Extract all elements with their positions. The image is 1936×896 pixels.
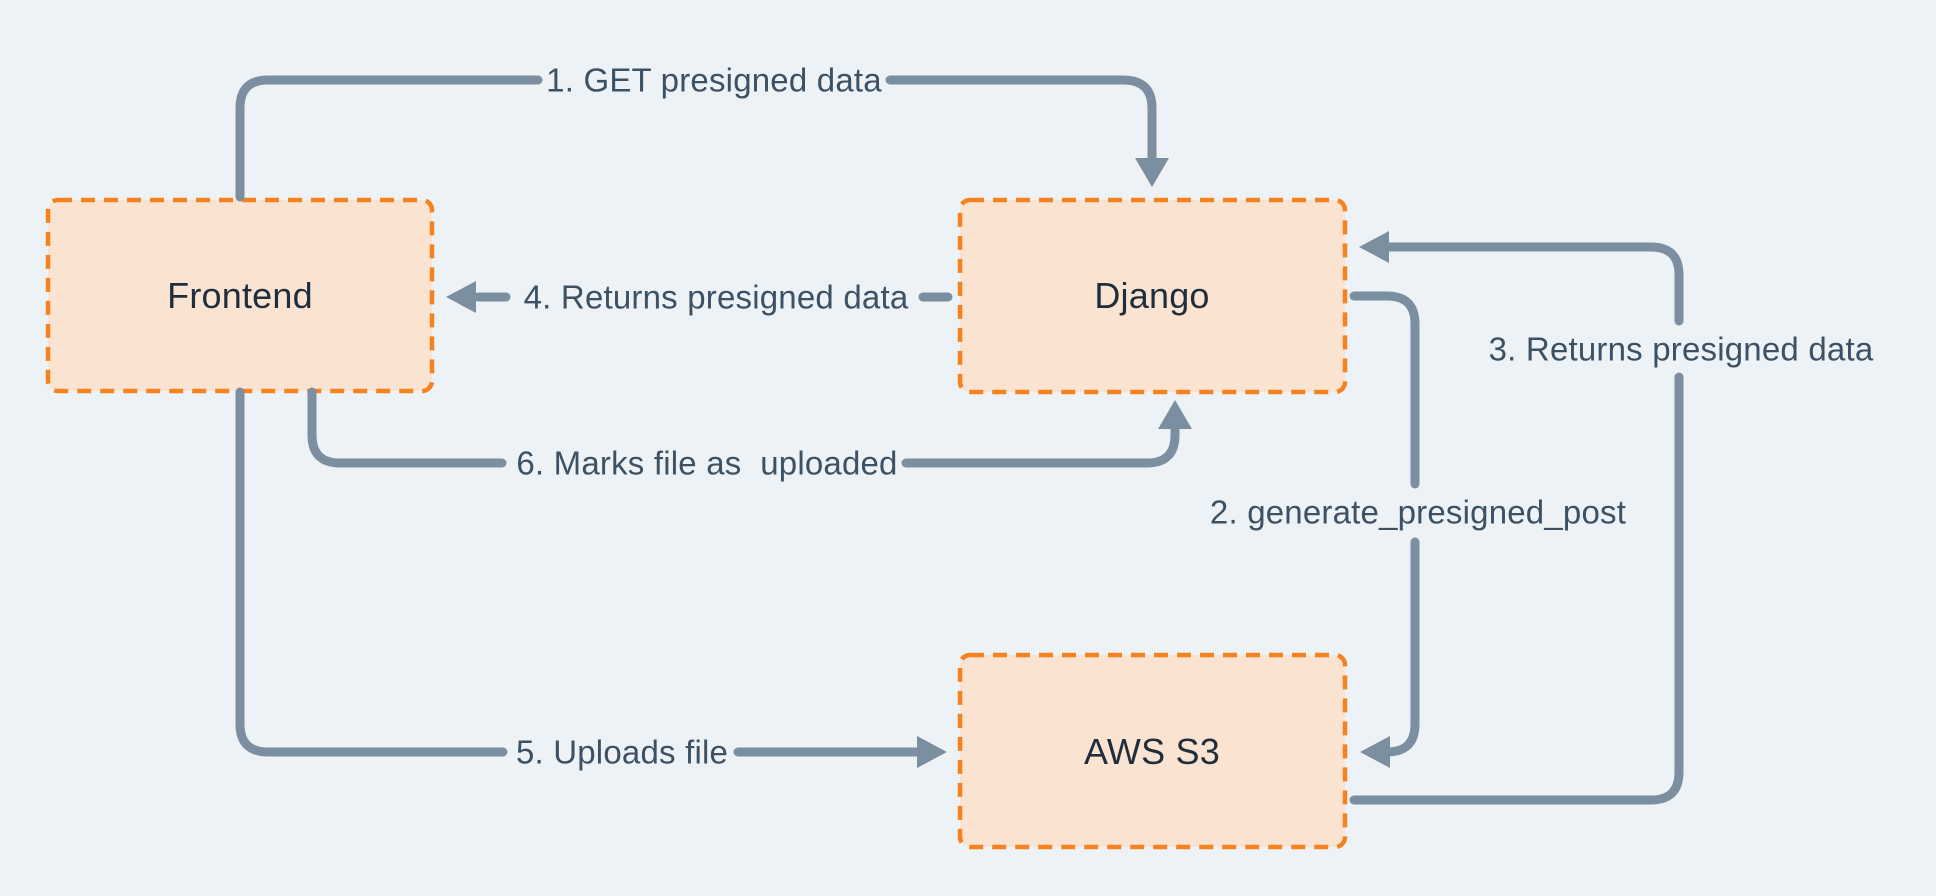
edge-6-arrowhead-up-icon: [1158, 400, 1192, 429]
node-django[interactable]: [957, 197, 1348, 395]
edge-5-segment-left[interactable]: [235, 387, 508, 757]
edge-3-segment-top[interactable]: [1380, 242, 1684, 326]
edge-5-label: 5. Uploads file: [515, 733, 729, 771]
edge-6-segment-left[interactable]: [307, 387, 507, 468]
edge-1-label: 1. GET presigned data: [546, 61, 882, 99]
edge-6-label: 6. Marks file as uploaded: [516, 444, 898, 482]
edge-2-arrowhead-left-icon: [1360, 736, 1390, 768]
edge-6-marks-file-uploaded[interactable]: [307, 387, 1192, 468]
edge-3-segment-bottom[interactable]: [1349, 372, 1684, 805]
edge-1-get-presigned-data[interactable]: [235, 75, 1169, 202]
edge-4-label: 4. Returns presigned data: [523, 278, 909, 316]
edge-1-segment-left[interactable]: [235, 75, 543, 202]
aws-s3-box[interactable]: [957, 652, 1348, 850]
edge-4-arrowhead-left-icon: [446, 281, 476, 313]
edge-1-arrowhead-down-icon: [1135, 158, 1169, 187]
edge-2-segment-top[interactable]: [1349, 291, 1420, 489]
django-node-label: Django: [1094, 275, 1210, 316]
node-aws-s3[interactable]: [957, 652, 1348, 850]
edge-3-returns-presigned-data[interactable]: [1349, 231, 1684, 805]
edge-2-label: 2. generate_presigned_post: [1209, 493, 1627, 531]
edge-2-generate-presigned-post[interactable]: [1349, 291, 1420, 768]
aws-s3-node-label: AWS S3: [1084, 731, 1220, 772]
edge-4-returns-presigned-data[interactable]: [446, 281, 953, 313]
edge-5-arrowhead-right-icon: [917, 736, 947, 768]
edge-3-label: 3. Returns presigned data: [1488, 330, 1874, 368]
edge-3-arrowhead-left-icon: [1359, 231, 1389, 263]
edge-5-uploads-file[interactable]: [235, 387, 947, 768]
frontend-node-label: Frontend: [167, 275, 313, 316]
edge-1-segment-right[interactable]: [885, 75, 1157, 166]
edge-2-segment-bottom[interactable]: [1382, 537, 1420, 757]
edge-6-segment-right[interactable]: [901, 422, 1180, 468]
django-box[interactable]: [957, 197, 1348, 395]
